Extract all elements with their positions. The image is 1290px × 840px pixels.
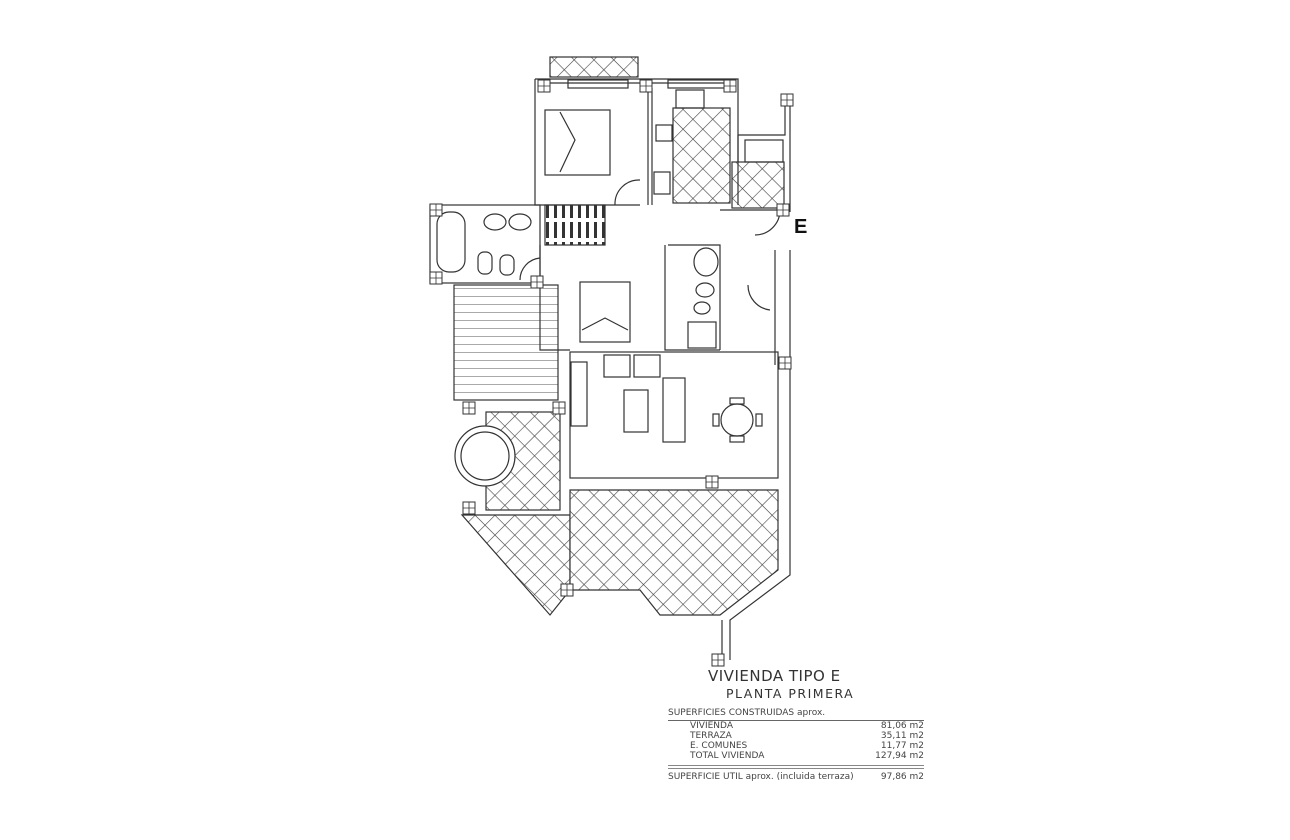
terrace-main [569, 489, 779, 616]
terrace-diagonal [460, 514, 571, 616]
entrance-label: E [794, 216, 808, 238]
divider [668, 765, 924, 769]
top-balcony [549, 56, 639, 78]
sofa [662, 377, 686, 443]
plan-title: VIVIENDA TIPO E [708, 667, 841, 685]
useful-area-row: SUPERFICIE UTIL aprox. (incluida terraza… [668, 772, 924, 782]
kitchen-floor [672, 107, 731, 204]
plan-subtitle: PLANTA PRIMERA [726, 686, 855, 701]
bed-master [544, 109, 611, 176]
coffee-table [623, 389, 649, 433]
living-room [569, 351, 779, 479]
wardrobe [544, 204, 606, 246]
stairs [453, 284, 559, 401]
bed-second [579, 281, 631, 343]
area-table-header: SUPERFICIES CONSTRUIDAS aprox. [668, 708, 924, 721]
laundry-floor [731, 161, 785, 209]
dining-table [720, 403, 754, 437]
